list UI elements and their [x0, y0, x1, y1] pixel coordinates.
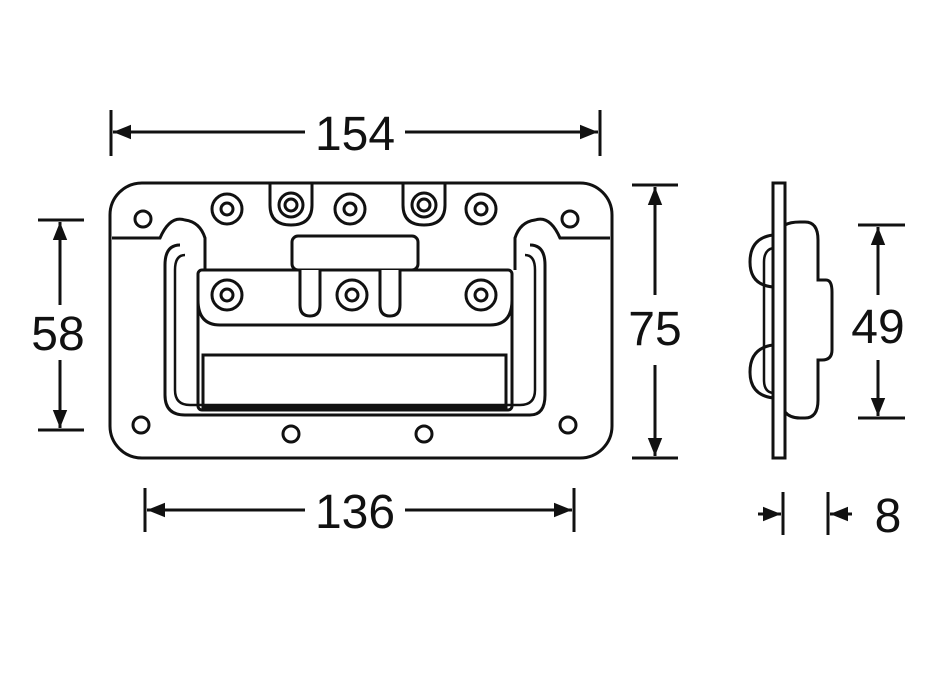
dimension-label-49: 49	[851, 301, 904, 354]
dimension-overall-height: 75	[628, 183, 682, 460]
dimension-depth: 8	[758, 490, 901, 543]
dimension-hole-spacing-width: 136	[143, 486, 576, 539]
dimension-label-58: 58	[31, 308, 84, 361]
dimension-side-height: 49	[851, 223, 905, 420]
mounting-holes	[131, 209, 580, 444]
rivets	[210, 191, 498, 312]
dimension-label-154: 154	[315, 108, 395, 161]
handle-side-view	[748, 181, 834, 460]
dimension-label-75: 75	[628, 303, 681, 356]
dimension-overall-width: 154	[109, 108, 602, 161]
handle-front-view	[108, 181, 614, 460]
dimension-label-136: 136	[315, 486, 395, 539]
dimension-hole-spacing-height: 58	[31, 218, 85, 432]
dimension-label-8: 8	[875, 490, 902, 543]
